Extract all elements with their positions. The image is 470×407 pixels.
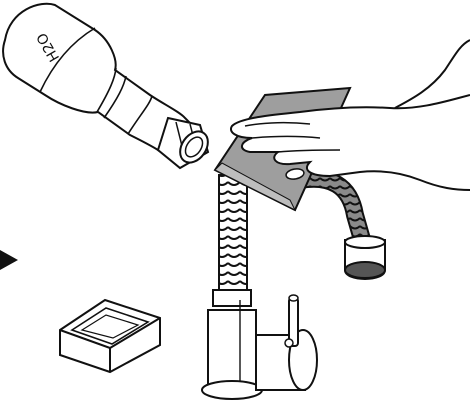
arrow-icon (0, 250, 18, 270)
flexible-hose-icon (300, 179, 385, 279)
soap-bar-icon (60, 300, 160, 372)
faucet-icon (202, 290, 317, 399)
faucet-spring-spout (219, 175, 247, 300)
water-bottle-icon: H2O (3, 4, 213, 168)
